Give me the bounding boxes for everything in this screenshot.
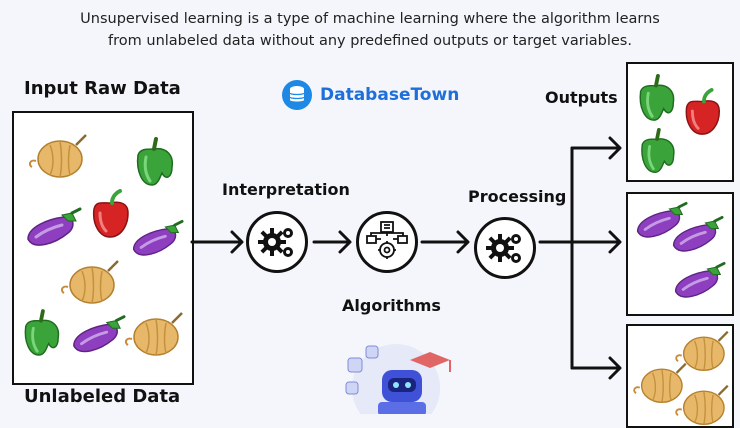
flowchart-gear-icon (366, 221, 408, 259)
processing-label: Processing (468, 187, 567, 206)
outputs-heading: Outputs (545, 88, 618, 107)
robot-icon (345, 344, 451, 414)
algorithms-node (356, 211, 418, 273)
eggplant-icon (670, 260, 726, 304)
processing-node (474, 217, 536, 279)
algorithms-label: Algorithms (342, 296, 441, 315)
input-data-box (12, 111, 194, 385)
eggplant-icon (668, 214, 724, 258)
green-pepper-icon (636, 128, 678, 176)
output-box-peppers (626, 62, 734, 182)
input-heading: Input Raw Data (24, 78, 181, 99)
output-box-onions (626, 324, 734, 428)
intro-line-1: Unsupervised learning is a type of machi… (80, 11, 660, 27)
green-pepper-icon (634, 74, 678, 124)
brand-name: DatabaseTown (320, 85, 460, 105)
gears-icon (485, 228, 525, 268)
output-box-eggplants (626, 192, 734, 316)
database-icon (282, 80, 312, 110)
flow-arrows (190, 136, 622, 380)
interpretation-label: Interpretation (222, 180, 350, 199)
gears-icon (257, 222, 297, 262)
brand: DatabaseTown (282, 80, 459, 110)
onion-icon (674, 382, 730, 428)
interpretation-node (246, 211, 308, 273)
intro-line-2: from unlabeled data without any predefin… (108, 33, 632, 49)
red-pepper-icon (680, 88, 724, 138)
input-footer: Unlabeled Data (24, 386, 181, 407)
intro-text: Unsupervised learning is a type of machi… (40, 8, 700, 52)
